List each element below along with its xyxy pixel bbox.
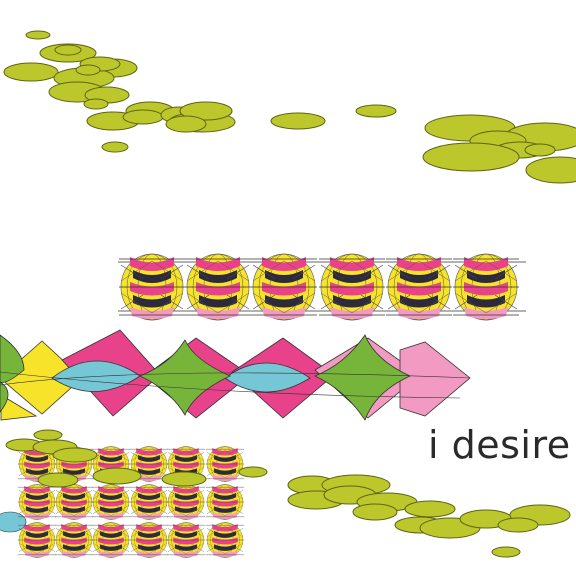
lily-pads-top-right [422,114,576,184]
lily-pads-top-left [3,30,236,153]
artwork-title: i desire [428,423,571,467]
bead-strip-upper [118,253,526,321]
lily-pads-bottom-right [287,474,571,558]
lily-pads-top-center [270,104,397,130]
bead-grid-lower [0,446,245,558]
lily-pads-lower-left [5,429,268,488]
diamond-band [0,329,471,421]
